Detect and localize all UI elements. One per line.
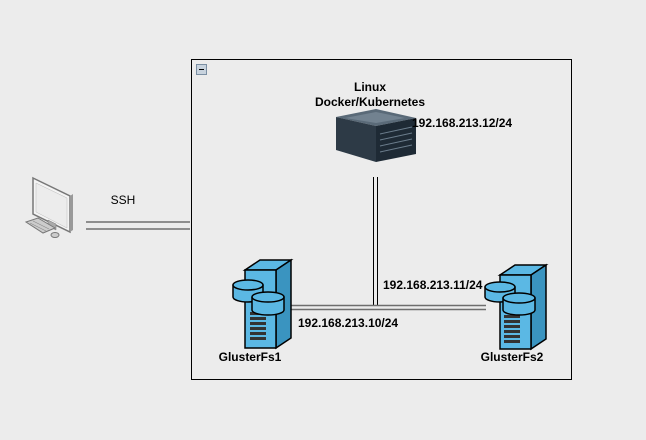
ssh-label: SSH <box>110 193 136 207</box>
gluster1-ip-label: 192.168.213.10/24 <box>298 316 399 330</box>
gluster2-ip-label: 192.168.213.11/24 <box>383 278 483 292</box>
linux-ip-label: 192.168.213.12/24 <box>412 116 513 130</box>
gluster2-name-label: GlusterFs2 <box>480 350 544 364</box>
network-group-container[interactable] <box>191 59 572 380</box>
gluster-network-link[interactable] <box>288 304 486 311</box>
rack-server-icon[interactable] <box>336 109 416 162</box>
linux-title-line2: Docker/Kubernetes <box>314 95 426 109</box>
desktop-computer-icon[interactable] <box>24 176 73 238</box>
storage-server-icon[interactable] <box>484 263 549 351</box>
minus-icon[interactable] <box>196 64 207 75</box>
ssh-connection[interactable] <box>86 221 190 230</box>
gluster1-name-label: GlusterFs1 <box>218 350 282 364</box>
linux-title-line1: Linux <box>354 80 386 94</box>
storage-server-icon[interactable] <box>232 258 294 350</box>
linux-network-link[interactable] <box>373 177 378 306</box>
